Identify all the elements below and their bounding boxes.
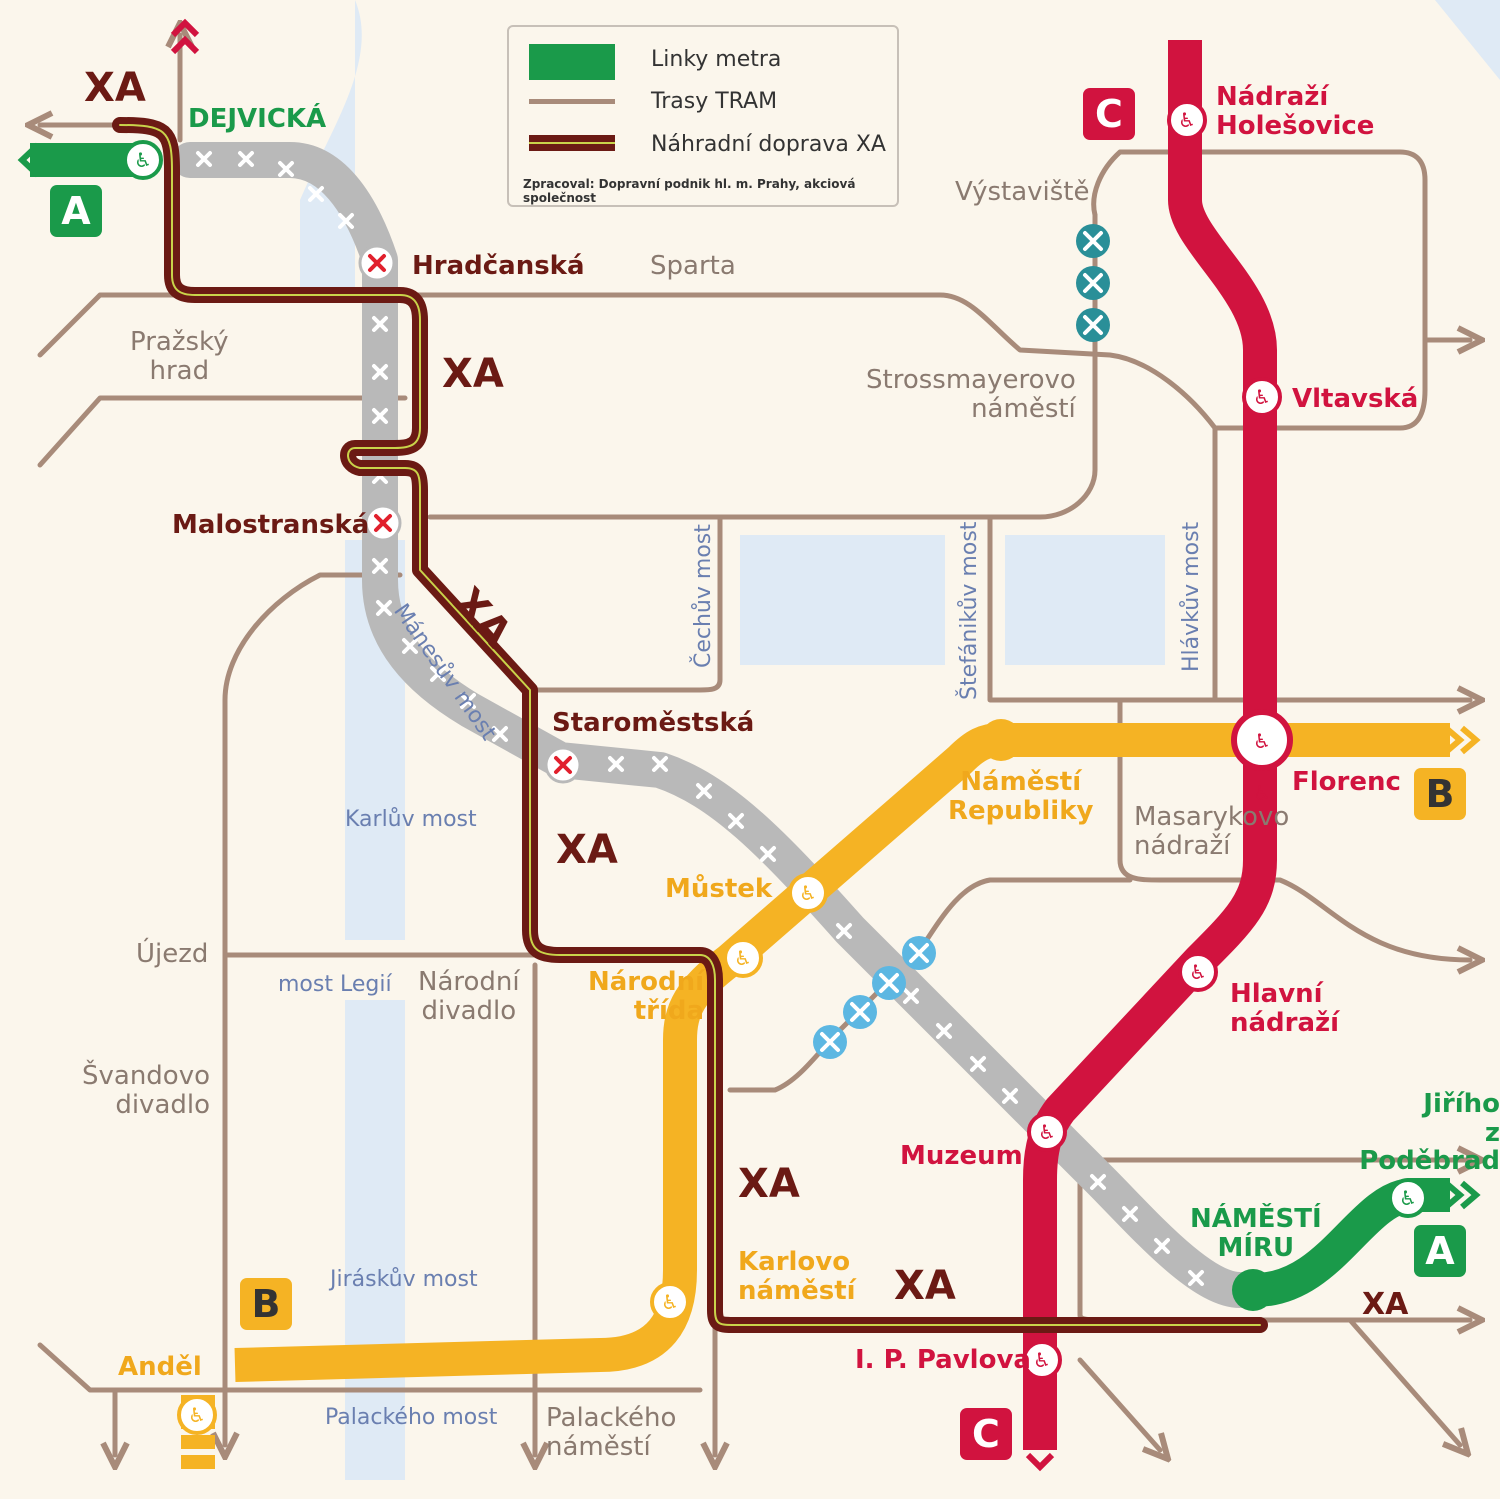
- bridge-legii: most Legií: [278, 972, 392, 997]
- line-b-badge-right: B: [1414, 768, 1466, 820]
- station-florenc: Florenc: [1292, 767, 1401, 797]
- wheelchair-icons: ♿ ♿ ♿ ♿ ♿ ♿ ♿ ♿ ♿ ♿ ♿ ♿ ♿: [134, 108, 1417, 1427]
- legend-metro-label: Linky metra: [651, 47, 782, 72]
- svg-text:♿: ♿: [1253, 781, 1271, 805]
- station-ip-pavlova: I. P. Pavlova: [855, 1345, 1031, 1375]
- legend-credit: Zpracoval: Dopravní podnik hl. m. Prahy,…: [523, 177, 856, 205]
- svg-text:♿: ♿: [1253, 729, 1271, 753]
- station-dejvicka: DEJVICKÁ: [188, 104, 327, 134]
- xa-label-7: XA: [1362, 1287, 1409, 1322]
- bridge-cechuv: Čechův most: [691, 524, 716, 668]
- tram-sparta: Sparta: [650, 251, 736, 281]
- line-a-badge-right: A: [1414, 1225, 1466, 1277]
- line-a-badge-left: A: [50, 185, 102, 237]
- namesti-republiky-node: [980, 719, 1022, 761]
- station-narodni-trida: Národní třída: [588, 967, 705, 1026]
- station-namesti-miru: NÁMĚSTÍ MÍRU: [1190, 1204, 1322, 1263]
- tram-strossmayerovo: Strossmayerovo náměstí: [866, 365, 1076, 424]
- tram-narodni-divadlo: Národní divadlo: [418, 967, 520, 1026]
- svg-text:♿: ♿: [1253, 385, 1271, 409]
- station-namesti-republiky: Náměstí Republiky: [948, 767, 1094, 826]
- svg-text:♿: ♿: [1033, 1348, 1051, 1372]
- legend-tram-swatch: [529, 99, 615, 104]
- station-hlavni-nadrazi: Hlavní nádraží: [1230, 979, 1340, 1038]
- accessible-stations: [123, 100, 1428, 1435]
- svg-text:♿: ♿: [734, 946, 752, 970]
- tram-palackeho-namesti: Palackého náměstí: [546, 1403, 677, 1462]
- namesti-miru-node: [1232, 1269, 1274, 1311]
- xa-label-2: XA: [442, 351, 504, 397]
- tram-svandovo: Švandovo divadlo: [82, 1061, 211, 1120]
- legend: Linky metra Trasy TRAM Náhradní doprava …: [507, 25, 899, 207]
- station-karlovo-namesti: Karlovo náměstí: [738, 1247, 856, 1306]
- xa-label-4: XA: [556, 827, 618, 873]
- svg-text:♿: ♿: [799, 881, 817, 905]
- svg-text:♿: ♿: [1399, 1186, 1417, 1210]
- svg-text:♿: ♿: [661, 1290, 679, 1314]
- line-c-badge-bottom: C: [960, 1408, 1012, 1460]
- station-mustek: Můstek: [665, 874, 773, 904]
- bridge-stefanikuv: Štefánikův most: [957, 521, 982, 700]
- bridge-palackeho: Palackého most: [325, 1405, 498, 1430]
- bridge-jiraskuv: Jiráskův most: [330, 1267, 478, 1292]
- station-andel: Anděl: [118, 1352, 202, 1382]
- legend-xa-label: Náhradní doprava XA: [651, 132, 886, 157]
- svg-text:♿: ♿: [134, 148, 152, 172]
- legend-tram-label: Trasy TRAM: [651, 89, 778, 114]
- xa-label-1: XA: [84, 65, 146, 111]
- legend-xa-swatch: [529, 135, 615, 151]
- tram-prazsky-hrad: Pražský hrad: [130, 327, 229, 386]
- svg-text:♿: ♿: [1178, 108, 1196, 132]
- xa-replacement-route: [112, 117, 1268, 1333]
- direction-chevrons: [17, 18, 1481, 1472]
- station-nadrazi-holesovice: Nádraží Holešovice: [1216, 82, 1375, 141]
- line-b-badge-left: B: [240, 1278, 292, 1330]
- legend-metro-swatch: [529, 44, 615, 80]
- bridge-karluv: Karlův most: [345, 807, 477, 832]
- tram-vystaviste: Výstaviště: [955, 177, 1090, 207]
- station-vltavska: Vltavská: [1292, 384, 1419, 414]
- bridge-hlavkuv: Hlávkův most: [1179, 521, 1204, 672]
- station-staromestska: Staroměstská: [552, 708, 755, 738]
- tram-ujezd: Újezd: [136, 939, 209, 969]
- station-jiriho: Jiřího z Poděbrad: [1359, 1089, 1500, 1177]
- xa-label-5: XA: [738, 1161, 800, 1207]
- line-c-badge-top: C: [1083, 88, 1135, 140]
- station-muzeum: Muzeum: [900, 1141, 1023, 1171]
- svg-text:♿: ♿: [1189, 960, 1207, 984]
- xa-label-6: XA: [894, 1263, 956, 1309]
- station-hradcanska: Hradčanská: [412, 251, 585, 281]
- svg-text:♿: ♿: [188, 1403, 206, 1427]
- tram-masarykovo: Masarykovo nádraží: [1134, 802, 1290, 861]
- svg-text:♿: ♿: [1038, 1120, 1056, 1144]
- closed-crosses: [196, 151, 1204, 1286]
- station-malostranska: Malostranská: [172, 510, 370, 540]
